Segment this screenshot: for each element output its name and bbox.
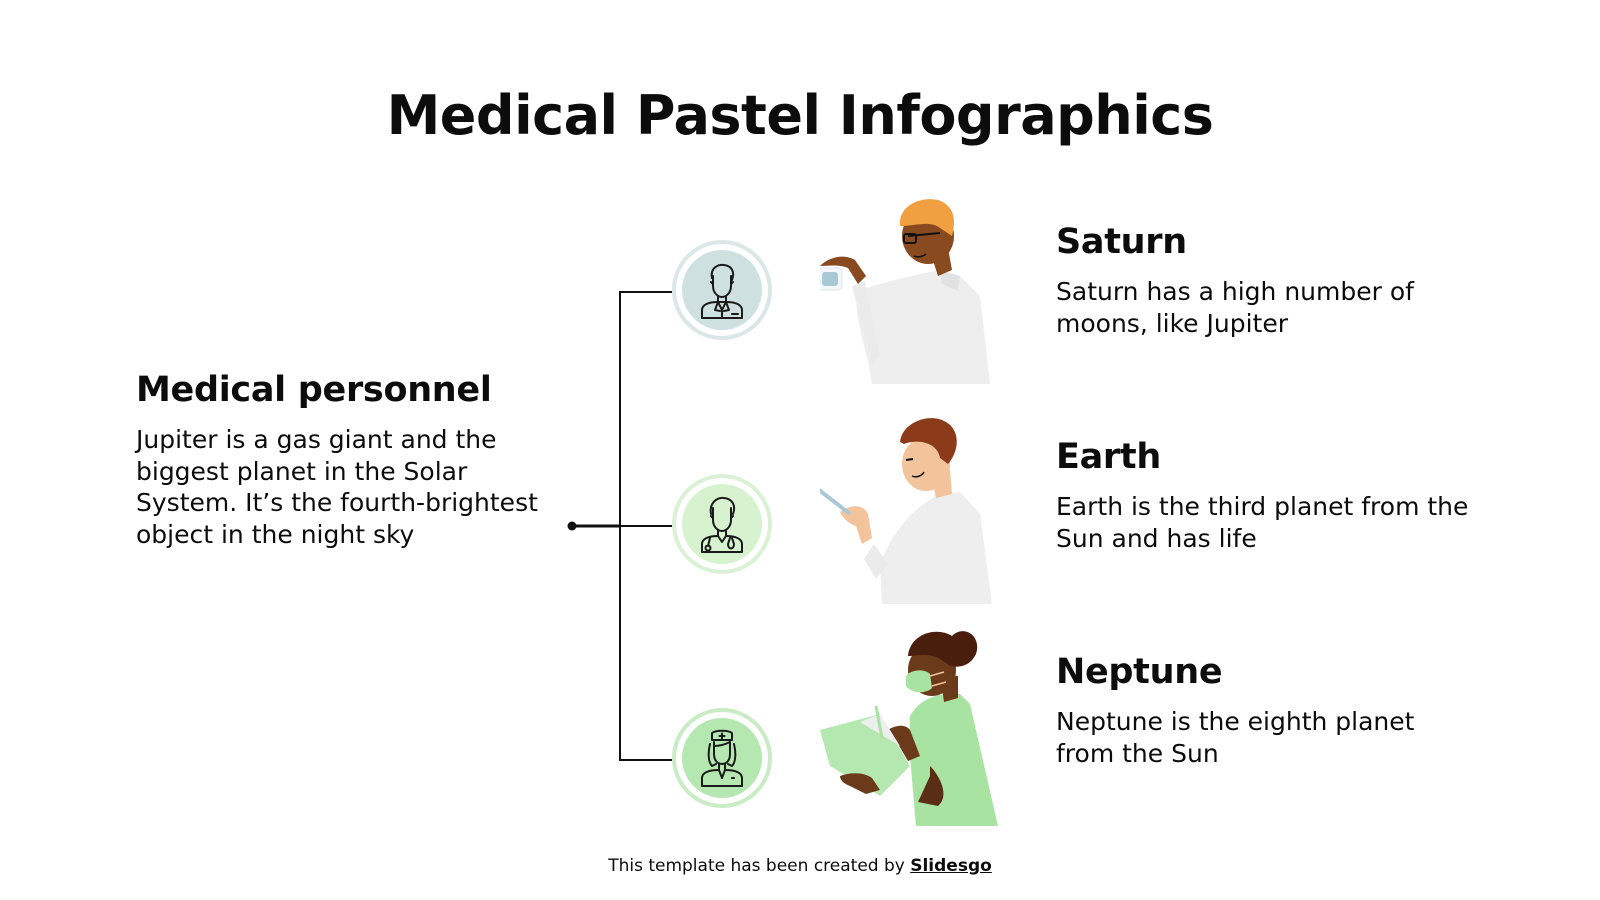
item-title: Earth xyxy=(1056,437,1161,477)
scientist-illustration xyxy=(820,199,990,384)
item-title: Saturn xyxy=(1056,222,1187,262)
icon-circle-earth xyxy=(672,474,772,574)
main-heading: Medical personnel xyxy=(136,370,492,410)
footer-text: This template has been created by xyxy=(608,856,911,876)
item-saturn: Saturn Saturn has a high number of moons… xyxy=(1056,222,1476,339)
businessman-icon xyxy=(701,263,743,319)
slide-title: Medical Pastel Infographics xyxy=(386,84,1214,147)
nurse-icon xyxy=(701,729,743,787)
icon-circle-neptune xyxy=(672,708,772,808)
item-text: Earth is the third planet from the Sun a… xyxy=(1056,492,1469,553)
main-description: Jupiter is a gas giant and the biggest p… xyxy=(136,425,538,549)
doctor-syringe-illustration xyxy=(820,418,992,604)
item-title: Neptune xyxy=(1056,652,1223,692)
item-text: Neptune is the eighth planet from the Su… xyxy=(1056,707,1415,768)
doctor-icon xyxy=(701,496,743,553)
footer-credit: This template has been created by Slides… xyxy=(0,856,1600,876)
item-earth: Earth Earth is the third planet from the… xyxy=(1056,437,1476,554)
nurse-notebook-illustration xyxy=(820,631,998,826)
main-text-block: Medical personnel Jupiter is a gas giant… xyxy=(136,370,556,550)
item-text: Saturn has a high number of moons, like … xyxy=(1056,277,1414,338)
connector-dot xyxy=(567,521,577,531)
icon-circle-saturn xyxy=(672,240,772,340)
slidesgo-link[interactable]: Slidesgo xyxy=(910,856,992,876)
item-neptune: Neptune Neptune is the eighth planet fro… xyxy=(1056,652,1476,769)
